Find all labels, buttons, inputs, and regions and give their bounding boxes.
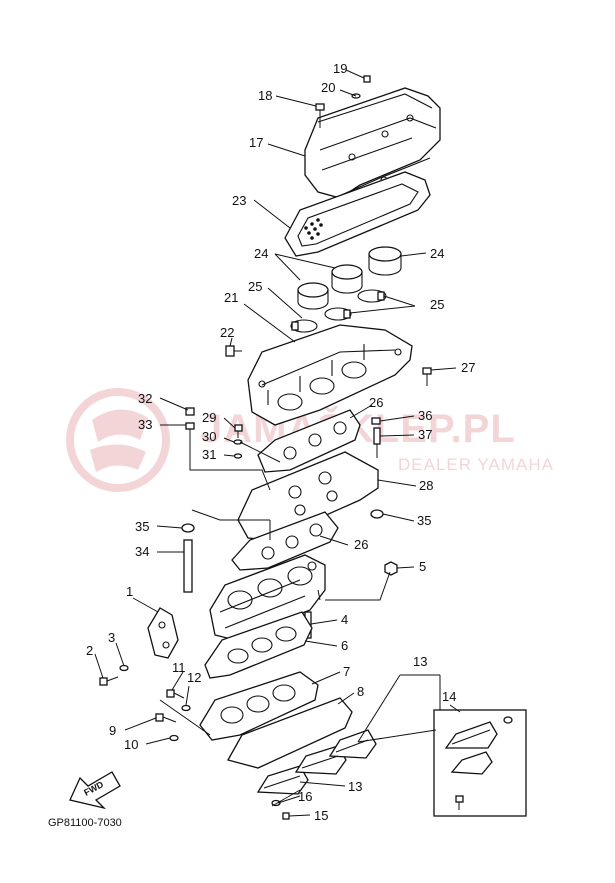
gasket-6-part: [204, 611, 313, 679]
bolt-9-part: [155, 713, 177, 723]
bracket-1-part: [147, 607, 179, 659]
callout-9: 9: [109, 723, 116, 738]
screw-15-part: [282, 812, 290, 820]
callout-20: 20: [321, 80, 335, 95]
callout-21: 21: [224, 290, 238, 305]
callout-36: 36: [418, 408, 432, 423]
cover-gasket-part: [284, 171, 431, 257]
screw-27-part: [422, 367, 432, 386]
callout-13a: 13: [413, 654, 427, 669]
callout-13b: 13: [348, 779, 362, 794]
stud-34-part: [183, 539, 193, 593]
reed-housing-7-part: [199, 671, 319, 741]
callout-25a: 25: [248, 279, 262, 294]
callout-6: 6: [341, 638, 348, 653]
callout-26b: 26: [354, 537, 368, 552]
nut-5-part: [384, 561, 398, 576]
callout-5: 5: [419, 559, 426, 574]
callout-37: 37: [418, 427, 432, 442]
bolt-11-part: [166, 689, 185, 699]
callout-26a: 26: [369, 395, 383, 410]
callout-29: 29: [202, 410, 216, 425]
screw-19-part: [363, 75, 371, 83]
callout-16: 16: [298, 789, 312, 804]
callout-35b: 35: [417, 513, 431, 528]
leader-lines: [94, 69, 461, 817]
callout-19: 19: [333, 61, 347, 76]
callout-labels: 19 20 18 17 23 24 24 25 25 21 22 27 32 3…: [86, 61, 475, 823]
callout-25b: 25: [430, 297, 444, 312]
washer-12-part: [181, 704, 191, 712]
reed-kit-box: [433, 709, 527, 817]
ring-24-parts: [297, 246, 402, 310]
washer-3-part: [119, 664, 129, 672]
callout-31: 31: [202, 447, 216, 462]
callout-7: 7: [343, 664, 350, 679]
washer-16-part: [271, 799, 281, 807]
fasteners-group: [185, 407, 381, 459]
callout-23: 23: [232, 193, 246, 208]
gasket-8-part: [227, 697, 353, 769]
callout-33: 33: [138, 417, 152, 432]
callout-35a: 35: [135, 519, 149, 534]
callout-17: 17: [249, 135, 263, 150]
callout-11: 11: [172, 660, 186, 675]
callout-12: 12: [187, 670, 201, 685]
callout-3: 3: [108, 630, 115, 645]
clamp-25-parts: [290, 289, 387, 333]
callout-28: 28: [419, 478, 433, 493]
callout-1: 1: [126, 584, 133, 599]
callout-27: 27: [461, 360, 475, 375]
callout-34: 34: [135, 544, 149, 559]
callout-8: 8: [357, 684, 364, 699]
intake-manifold-part: [247, 324, 413, 426]
callout-2: 2: [86, 643, 93, 658]
callout-24b: 24: [430, 246, 444, 261]
callout-14: 14: [442, 689, 456, 704]
bolt-2-part: [99, 676, 119, 686]
reed-valve-13-parts: [256, 729, 377, 795]
callout-18: 18: [258, 88, 272, 103]
callout-32: 32: [138, 391, 152, 406]
fwd-arrow-icon: FWD: [69, 771, 121, 810]
callout-24a: 24: [254, 246, 268, 261]
callout-15: 15: [314, 808, 328, 823]
gasket-26-lower-part: [231, 511, 339, 571]
fitting-22-part: [225, 345, 242, 357]
bolt-18-part: [315, 103, 325, 128]
assembly-lines: [159, 440, 391, 807]
washer-10-part: [169, 734, 179, 742]
callout-4: 4: [341, 612, 348, 627]
gasket-26-upper-part: [257, 409, 361, 473]
parts-artwork: FWD: [69, 75, 527, 820]
callout-30: 30: [202, 429, 216, 444]
callout-22: 22: [220, 325, 234, 340]
watermark-subtitle: DEALER YAMAHA: [398, 455, 554, 474]
diagram-code: GP81100-7030: [48, 817, 122, 829]
throttle-body-part: [209, 554, 326, 641]
callout-10: 10: [124, 737, 138, 752]
watermark-logo-circle: [66, 388, 170, 492]
watermark-logo-mark: [90, 409, 148, 472]
